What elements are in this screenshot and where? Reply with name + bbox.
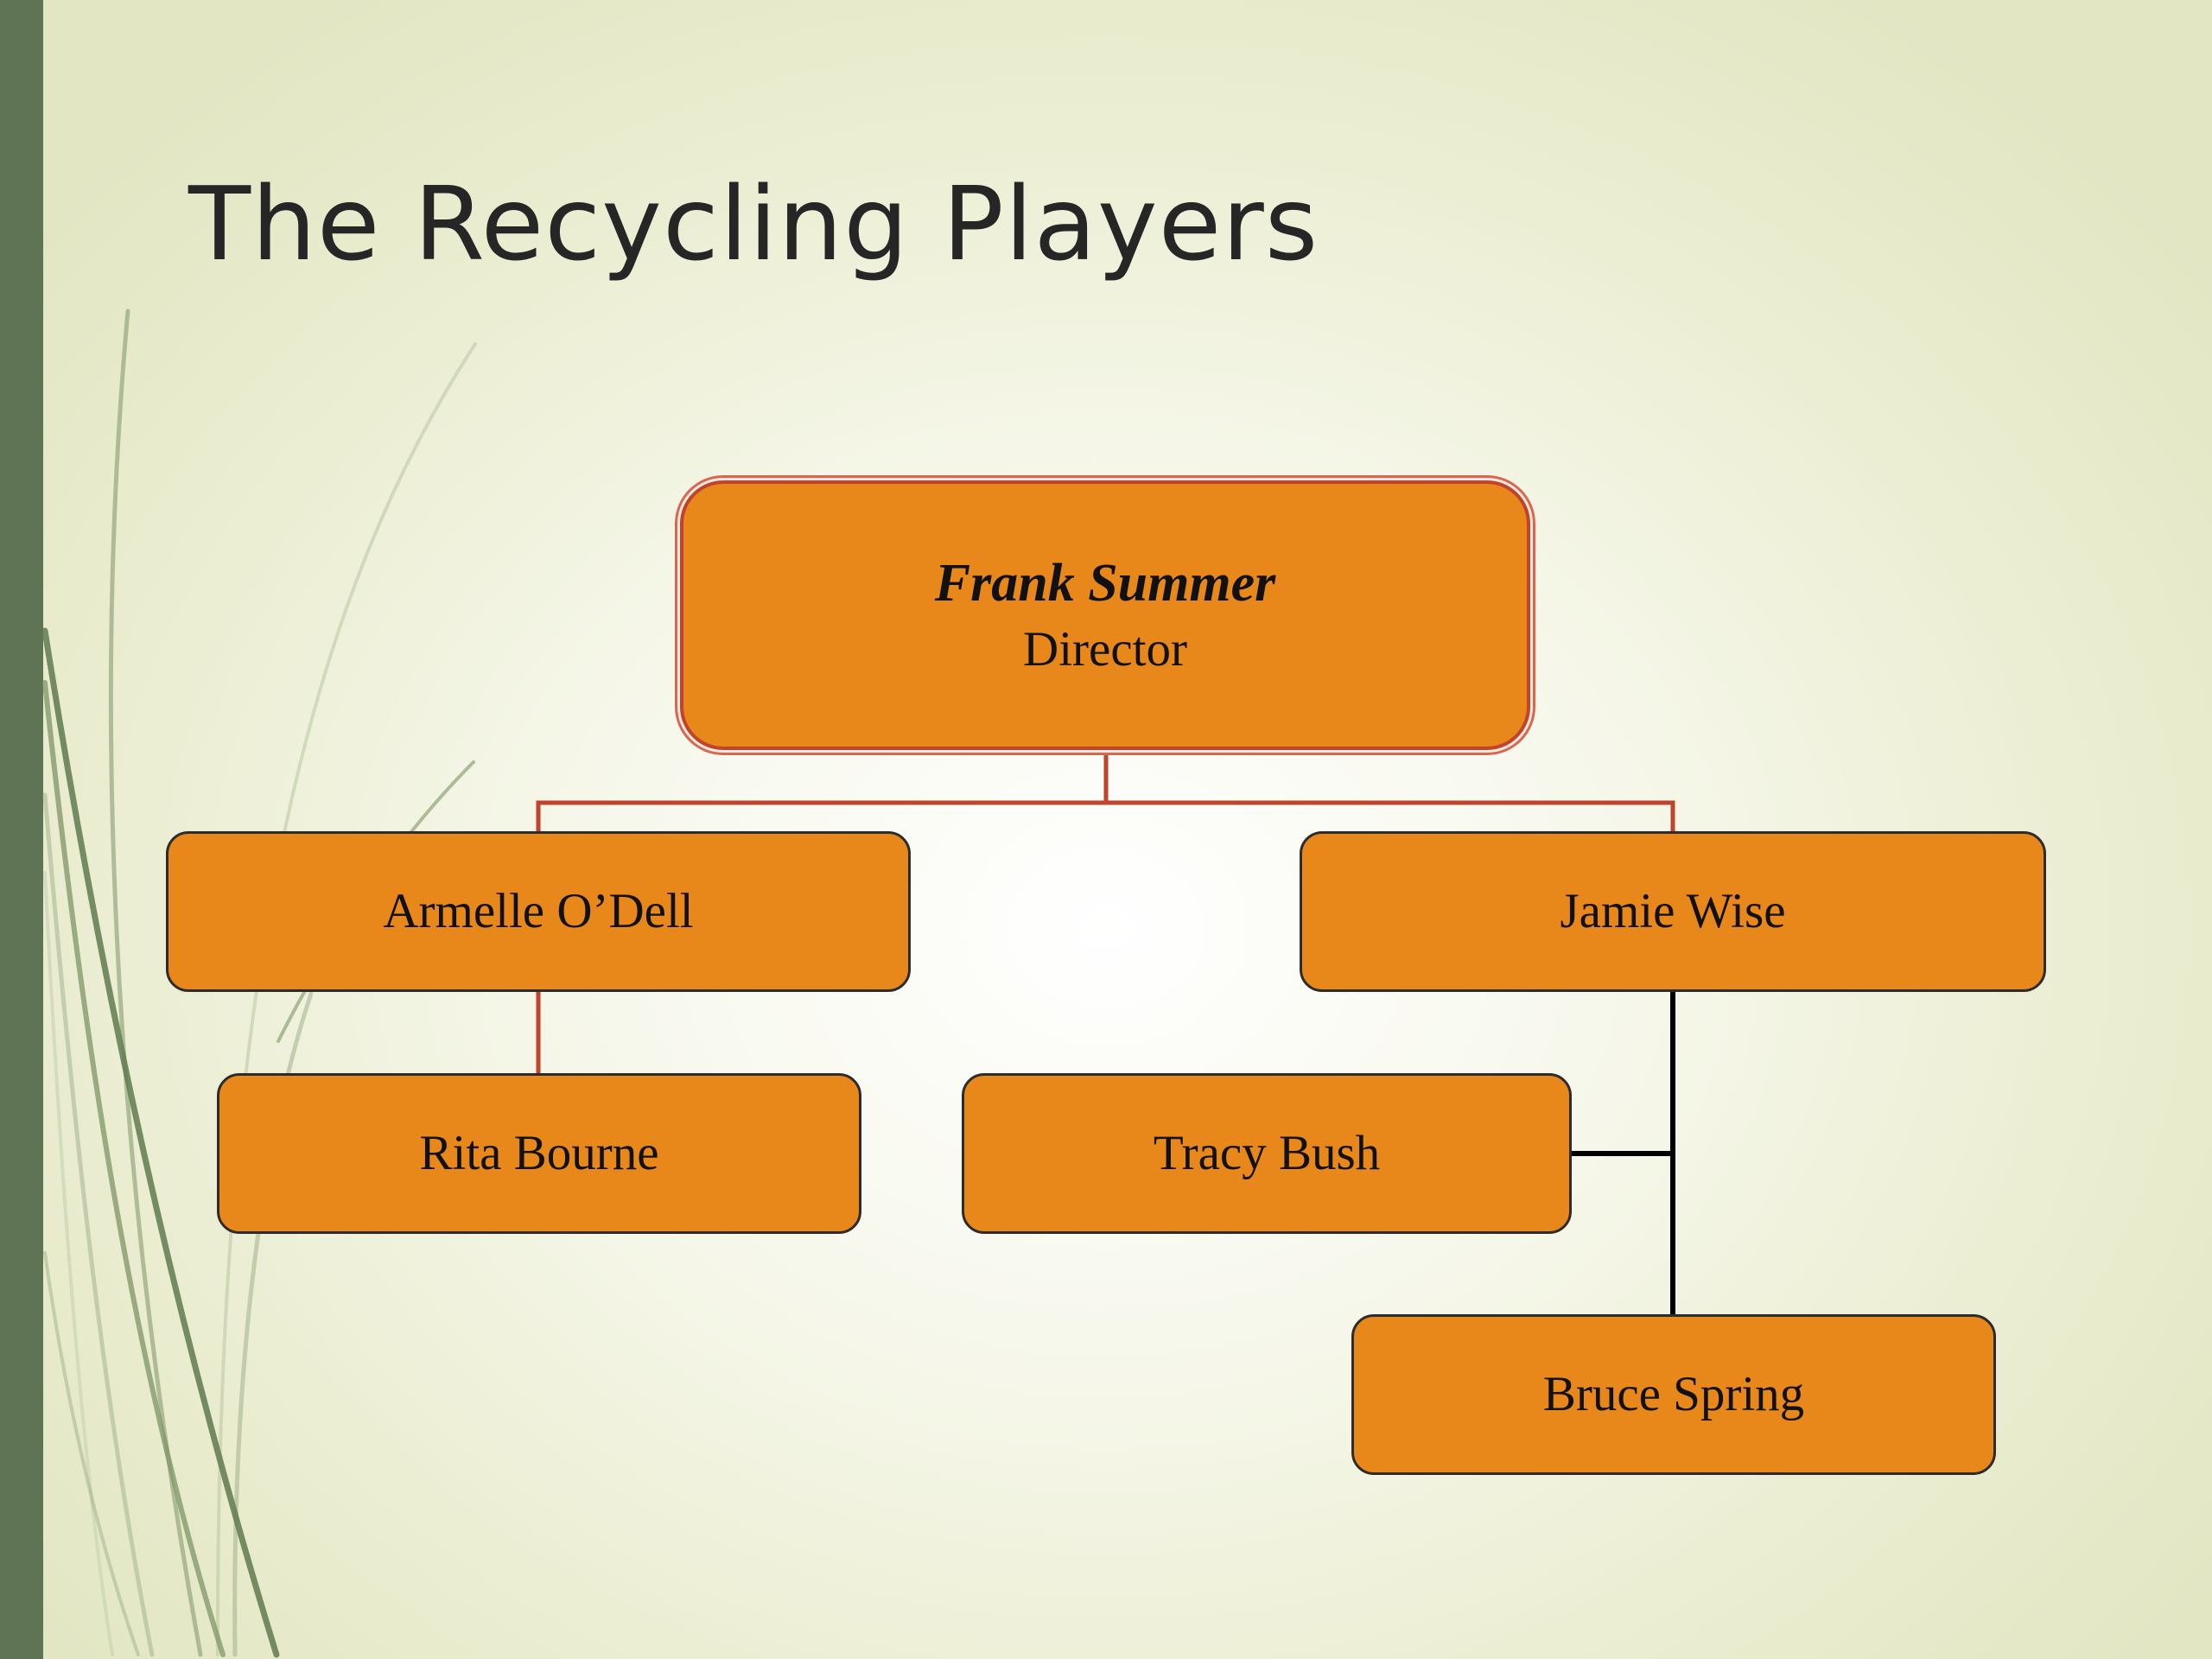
side-accent-bar bbox=[0, 0, 43, 1659]
org-node-bruce: Bruce Spring bbox=[1351, 1314, 1996, 1475]
node-label: Armelle O’Dell bbox=[383, 883, 694, 938]
org-node-armelle: Armelle O’Dell bbox=[166, 831, 911, 992]
director-role: Director bbox=[1023, 622, 1187, 677]
slide-title: The Recycling Players bbox=[188, 164, 1319, 283]
org-node-rita: Rita Bourne bbox=[217, 1073, 861, 1234]
director-name: Frank Summer bbox=[934, 553, 1276, 613]
director-to-level1-connector bbox=[536, 747, 1675, 834]
jamie-to-reports-connector bbox=[1569, 989, 1675, 1317]
node-label: Bruce Spring bbox=[1542, 1366, 1805, 1421]
director-node: Frank Summer Director bbox=[680, 480, 1530, 750]
org-node-jamie: Jamie Wise bbox=[1300, 831, 2046, 992]
node-label: Tracy Bush bbox=[1153, 1125, 1381, 1180]
org-node-tracy: Tracy Bush bbox=[962, 1073, 1572, 1234]
node-label: Jamie Wise bbox=[1560, 883, 1786, 938]
node-label: Rita Bourne bbox=[419, 1125, 659, 1180]
